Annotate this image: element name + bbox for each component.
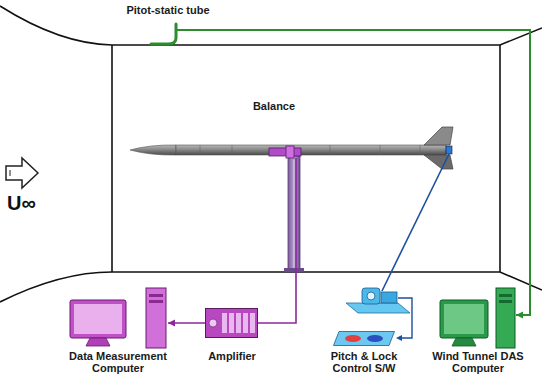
pitch-lock-control-sw-icon (333, 331, 395, 346)
bottom-fin (424, 155, 453, 169)
rocket-body (176, 145, 446, 155)
nose-cone (130, 145, 176, 155)
data-measurement-computer: Data Measurement Computer (68, 288, 168, 348)
motor-shaft (367, 292, 375, 300)
test-section-inlet (111, 45, 113, 272)
connector-line (182, 30, 530, 315)
pitch-cable (382, 154, 449, 291)
connector-line (258, 158, 296, 323)
flow-arrow-line (10, 170, 11, 176)
amplifier-icon (205, 308, 258, 338)
node-label: Data Measurement Computer (59, 350, 177, 374)
strut-base (284, 268, 304, 272)
test-section-outlet (499, 45, 501, 272)
node-label: Balance (246, 100, 302, 112)
node-label: Wind Tunnel DAS Computer (431, 350, 525, 374)
amplifier-output-line (168, 320, 205, 327)
arrowhead (168, 320, 175, 327)
arrowhead (516, 312, 523, 319)
freestream-velocity-label: U∞ (7, 192, 36, 215)
node-label: Pitch & Lock Control S/W (314, 350, 414, 374)
balance-icon (268, 146, 302, 158)
wind-tunnel-das-computer: Wind Tunnel DAS Computer (440, 288, 516, 348)
node-label: Pitot-static tube (118, 4, 218, 16)
balance-signal-line (258, 158, 296, 323)
node-label: Amplifier (196, 350, 268, 362)
flow-arrow (6, 158, 38, 188)
top-fin (424, 127, 453, 145)
pitot-signal-line (182, 30, 530, 319)
data-measurement-computer-icon (68, 288, 168, 348)
sting-joint (446, 146, 452, 154)
control-line (398, 298, 412, 338)
motor-platform (346, 303, 410, 313)
pitot-static-tube: Pitot-static tube (150, 24, 182, 47)
pitot-static-tube-icon (150, 24, 182, 47)
tunnel-top-wall (0, 6, 542, 45)
support-strut (288, 156, 300, 272)
amplifier: Amplifier (205, 308, 258, 338)
body-joints (200, 145, 420, 155)
motor-housing (362, 288, 380, 304)
pitch-lock-control-sw: Pitch & Lock Control S/W (333, 331, 395, 346)
wind-tunnel-das-computer-icon (440, 288, 516, 348)
rocket-model (130, 127, 453, 169)
balance: Balance (268, 146, 302, 158)
control-arrowhead (396, 335, 402, 341)
pitch-motor (346, 288, 410, 313)
tunnel-wall (0, 6, 542, 302)
strut-highlight (294, 160, 295, 270)
motor-gearbox (381, 292, 397, 303)
tunnel-bottom-wall (0, 272, 542, 302)
